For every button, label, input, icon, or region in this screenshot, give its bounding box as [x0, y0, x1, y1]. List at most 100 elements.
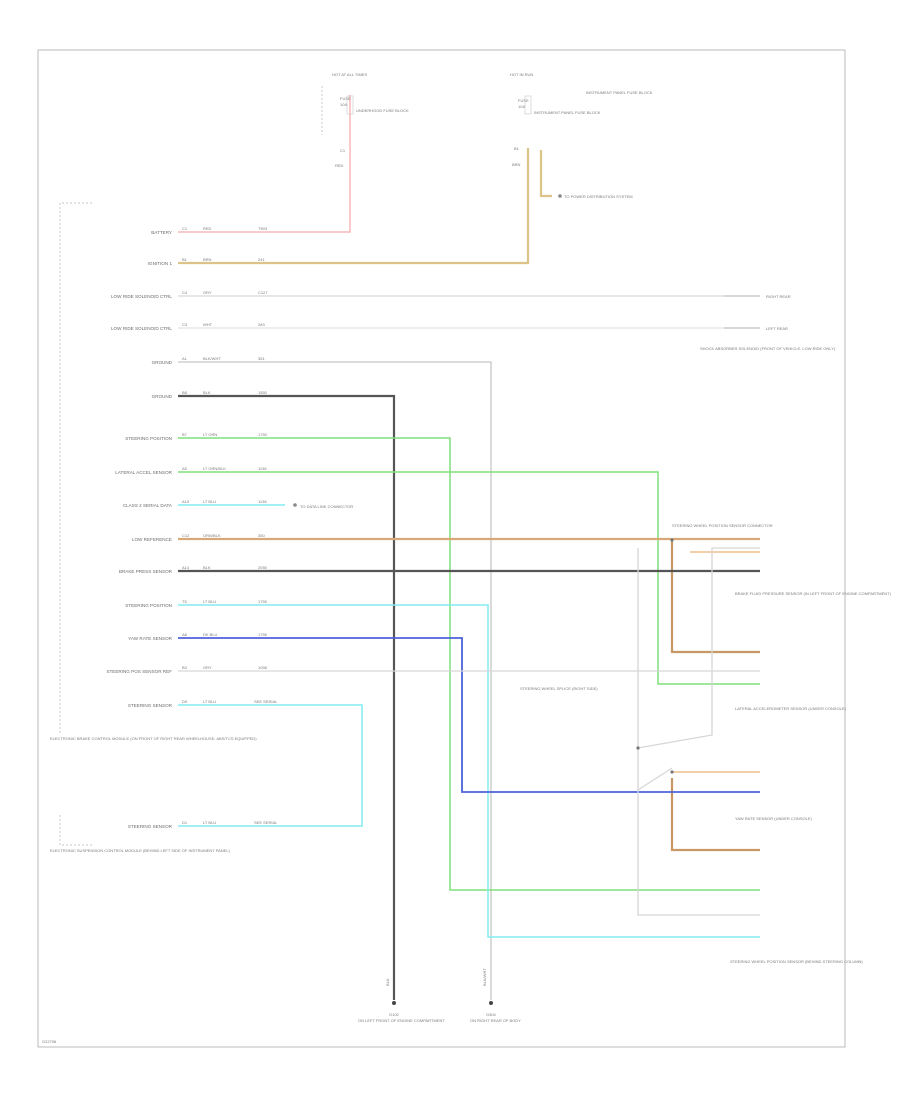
connector-dot [293, 503, 297, 507]
ground1-name: G102 [389, 1012, 400, 1017]
fuse2-pin: B1 [514, 146, 520, 151]
circuit-number: 1550 [258, 390, 268, 395]
circuit-number: 1058 [258, 665, 268, 670]
circuit-number: 350 [258, 533, 265, 538]
fuse2-name: FUSE [518, 98, 529, 103]
fuse1-name: FUSE [340, 96, 351, 101]
wire-color: LT BLU [203, 820, 216, 825]
wire-color: BLK [203, 390, 211, 395]
pin-number: C4 [182, 290, 188, 295]
row-label: STEERING POSITION [125, 603, 172, 608]
circuit-number: SEE SERIAL [254, 820, 278, 825]
wire-color-codes: RED BRN GRY WHT BLK/WHT BLK LT GRN LT GR… [203, 226, 226, 825]
row-label: IGNITION 1 [148, 261, 173, 266]
wire-color: LT GRN [203, 432, 217, 437]
yaw-sensor-label: YAW RATE SENSOR (UNDER CONSOLE) [735, 816, 812, 821]
ground-2: BLK/WHT G304 ON RIGHT REAR OF BODY [470, 968, 521, 1023]
pin-number: A10 [182, 499, 190, 504]
row-label: CLASS 2 SERIAL DATA [123, 503, 173, 508]
fuse1-block: UNDERHOOD FUSE BLOCK [356, 108, 409, 113]
pin-number: B1 [182, 257, 188, 262]
pin-number: T5 [182, 599, 187, 604]
ground-dot [392, 1001, 396, 1005]
ip-fuse-note: INSTRUMENT PANEL FUSE BLOCK [586, 90, 653, 95]
wire-steering-position-cyan [178, 604, 760, 938]
wire-color: BLK/WHT [203, 356, 221, 361]
module-top-label: ELECTRONIC BRAKE CONTROL MODULE (ON FRON… [50, 736, 257, 741]
ignition-ref-label: TO POWER DISTRIBUTION SYSTEM [564, 194, 633, 199]
row-label: STEERING POS SENSOR REF [106, 669, 172, 674]
wire-steering-ref-2 [637, 547, 760, 749]
ground1-wire: BLK [385, 978, 390, 986]
fuse-1: HOT AT ALL TIMES FUSE 10A UNDERHOOD FUSE… [332, 72, 409, 168]
module-bottom-label: ELECTRONIC SUSPENSION CONTROL MODULE (BE… [50, 848, 231, 853]
module-outline-bottom [59, 815, 92, 846]
pin-number: D1 [182, 820, 188, 825]
pin-number: A1 [182, 356, 188, 361]
wire-ignition [178, 148, 530, 265]
ground-dot [489, 1001, 493, 1005]
wire-color: GRY [203, 290, 212, 295]
wire-battery [178, 95, 351, 233]
wire-color: GRY [203, 665, 212, 670]
row-label: STEERING SENSOR [128, 824, 173, 829]
pin-numbers: C1 B1 C4 C3 A1 B8 B7 A5 A10 C12 A14 T5 A… [182, 226, 190, 825]
wire-ground-2 [178, 394, 396, 1000]
circuit-number: 1138 [258, 499, 267, 504]
circuit-number: 351 [258, 356, 265, 361]
circuit-number: 2050 [258, 565, 268, 570]
row-label: BATTERY [151, 230, 172, 235]
pin-number: A14 [182, 565, 190, 570]
row-label: STEERING POSITION [125, 436, 172, 441]
fuse1-pin: C1 [340, 148, 346, 153]
pin-number: B8 [182, 390, 188, 395]
serial-data-ref: TO DATA LINK CONNECTOR [300, 504, 353, 509]
row-label: LOW RIDE SOLENOID CTRL [111, 294, 172, 299]
wire-color: LT GRN/BLK [203, 466, 226, 471]
row-label: BRAKE PRESS SENSOR [119, 569, 173, 574]
splice-dot [670, 538, 674, 542]
fuse1-symbol [346, 95, 354, 115]
row-label: LOW RIDE SOLENOID CTRL [111, 326, 172, 331]
circuit-number: C127 [258, 290, 268, 295]
circuit-number: 1755 [258, 599, 268, 604]
wire-color: DK BLU [203, 632, 218, 637]
circuit-numbers: T503 241 C127 283 351 1550 1750 1136 113… [254, 226, 278, 825]
wire-color: LT BLU [203, 699, 216, 704]
wire-color: BRN [203, 257, 212, 262]
fuse2-wire: BRN [512, 162, 521, 167]
wire-lateral-accel [178, 471, 760, 685]
steering-sensor-label: STEERING WHEEL POSITION SENSOR (BEHIND S… [730, 959, 863, 964]
row-label: LOW REFERENCE [132, 537, 172, 542]
ground-1: BLK G102 ON LEFT FRONT OF ENGINE COMPART… [358, 978, 445, 1023]
hot-at-all-times-label: HOT AT ALL TIMES [332, 72, 367, 77]
left-rear-label: LEFT REAR [766, 326, 788, 331]
wire-steering-ref-drop [637, 548, 760, 916]
wire-steering-ref-3 [637, 767, 673, 791]
fuse2-symbol [524, 95, 532, 115]
wire-color: WHT [203, 322, 213, 327]
splice-note-label: STEERING WHEEL SPLICE (RIGHT SIDE) [520, 686, 598, 691]
wire-yaw-rate [178, 637, 760, 793]
circuit-number: 1750 [258, 432, 268, 437]
wire-steering-position-green [178, 437, 760, 891]
wire-color: ORN/BLK [203, 533, 221, 538]
ground2-wire: BLK/WHT [482, 968, 487, 986]
wire-color: RED [203, 226, 212, 231]
lat-accel-label: LATERAL ACCELEROMETER SENSOR (UNDER CONS… [735, 706, 847, 711]
steering-connector-label: STEERING WHEEL POSITION SENSOR CONNECTOR [672, 523, 773, 528]
wire-steering-sensor [178, 704, 363, 827]
pin-number: A5 [182, 466, 188, 471]
wire-low-reference-drop [670, 539, 760, 654]
circuit-number: 1136 [258, 466, 267, 471]
hot-in-run-label: HOT IN RUN [510, 72, 533, 77]
fuse-2: HOT IN RUN FUSE 10A INSTRUMENT PANEL FUS… [510, 72, 653, 199]
circuit-number: T503 [258, 226, 268, 231]
circuit-number: SEE SERIAL [254, 699, 278, 704]
fuse1-wire: RED [335, 163, 344, 168]
circuit-number: 1756 [258, 632, 268, 637]
ground2-name: G304 [486, 1012, 497, 1017]
brake-sensor-label: BRAKE FLUID PRESSURE SENSOR (IN LEFT FRO… [735, 591, 892, 596]
splice-dot [670, 770, 674, 774]
